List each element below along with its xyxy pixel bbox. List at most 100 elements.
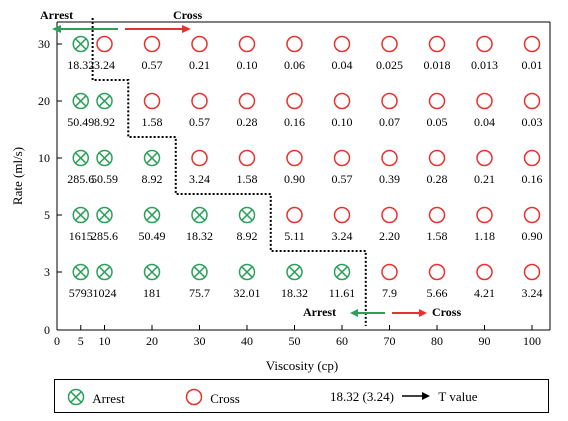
t-value-label: 3.24 [332,229,353,243]
x-axis-title: Viscosity (cp) [266,358,339,373]
t-value-label: 8.92 [142,172,163,186]
cross-marker [428,206,446,224]
top-arrest-label: Arrest [40,8,73,22]
arrest-marker [72,35,89,53]
t-value-label: 7.9 [382,286,397,300]
t-value-label: 285.6 [91,229,118,243]
arrest-marker [238,206,256,224]
t-value-label: 0.025 [376,58,403,72]
t-value-label: 0.05 [427,115,448,129]
t-value-label: 4.21 [474,286,495,300]
arrest-marker [286,263,303,281]
top-arrest-arrowhead [52,25,61,33]
t-value-label: 0.21 [189,58,210,72]
x-tick-label: 30 [194,334,206,348]
t-value-label: 0.10 [332,115,353,129]
cross-marker [238,35,256,53]
x-tick-label: 60 [336,334,348,348]
cross-marker [333,149,351,167]
t-value-label: 0.04 [474,115,495,129]
cross-marker [476,263,493,281]
cross-marker [428,92,446,110]
t-value-label: 0.57 [332,172,353,186]
t-value-label: 1024 [93,286,117,300]
t-value-label: 0.90 [522,229,543,243]
cross-marker-icon [185,388,203,410]
y-tick-label: 30 [38,37,50,51]
t-value-label: 0.06 [284,58,305,72]
axes [56,21,551,331]
t-value-label: 18.32 [281,286,308,300]
arrest-marker [96,206,113,224]
t-value-label: 0.57 [142,58,163,72]
y-tick-label: 20 [38,94,50,108]
t-value-label: 18.32 [186,229,213,243]
top-cross-label: Cross [173,8,202,22]
t-value-label: 0.28 [427,172,448,186]
t-value-label: 0.03 [522,115,543,129]
cross-marker [523,92,541,110]
cross-marker [523,149,541,167]
boundary-line [91,18,367,326]
cross-marker [238,92,256,110]
legend: Arrest Cross 18.32 (3.24) T value [54,379,549,413]
cross-marker [191,35,208,53]
cross-marker [476,35,493,53]
t-value-label: 0.21 [474,172,495,186]
legend-arrest: Arrest [67,388,125,410]
y-tick-label: 0 [44,323,50,337]
x-tick-label: 70 [384,334,396,348]
legend-example: 18.32 (3.24) [330,389,394,405]
x-tick-label: 0 [54,334,60,348]
x-tick-label: 80 [431,334,443,348]
x-tick-label: 50 [289,334,301,348]
cross-marker [96,35,113,53]
legend-arrow-label: T value [438,389,478,405]
t-value-label: 50.59 [91,172,118,186]
legend-cross: Cross [185,388,240,410]
t-value-label: 5793 [69,286,93,300]
y-tick-label: 5 [44,208,50,222]
arrest-marker [72,92,89,110]
cross-marker [381,149,398,167]
t-value-label: 0.018 [424,58,451,72]
t-value-label: 0.10 [237,58,258,72]
t-value-label: 1.58 [142,115,163,129]
t-value-label: 1.58 [427,229,448,243]
cross-marker [286,35,303,53]
arrest-marker-icon [67,388,85,410]
cross-marker [238,149,256,167]
arrest-marker [333,263,351,281]
t-value-label: 3.24 [94,58,115,72]
t-value-label: 3.24 [522,286,543,300]
x-tick-label: 10 [99,334,111,348]
bottom-arrest-label: Arrest [303,305,336,319]
top-cross-arrowhead [182,25,191,33]
cross-marker [333,92,351,110]
x-tick-label: 100 [523,334,541,348]
cross-marker [143,35,161,53]
cross-marker [143,92,161,110]
y-tick-label: 3 [44,265,50,279]
x-tick-label: 90 [479,334,491,348]
cross-marker [286,149,303,167]
bottom-arrest-arrowhead [350,309,358,317]
t-value-label: 0.01 [522,58,543,72]
cross-marker [476,206,493,224]
cross-marker [476,149,493,167]
cross-marker [523,263,541,281]
x-tick-label: 5 [78,334,84,348]
cross-marker [286,92,303,110]
cross-marker [381,92,398,110]
cross-marker [191,149,208,167]
arrest-marker [96,149,113,167]
arrest-marker [96,263,113,281]
arrest-marker [191,263,208,281]
t-value-label: 5.11 [284,229,305,243]
t-value-label: 75.7 [189,286,210,300]
t-value-label: 3.24 [189,172,210,186]
t-value-label: 0.28 [237,115,258,129]
